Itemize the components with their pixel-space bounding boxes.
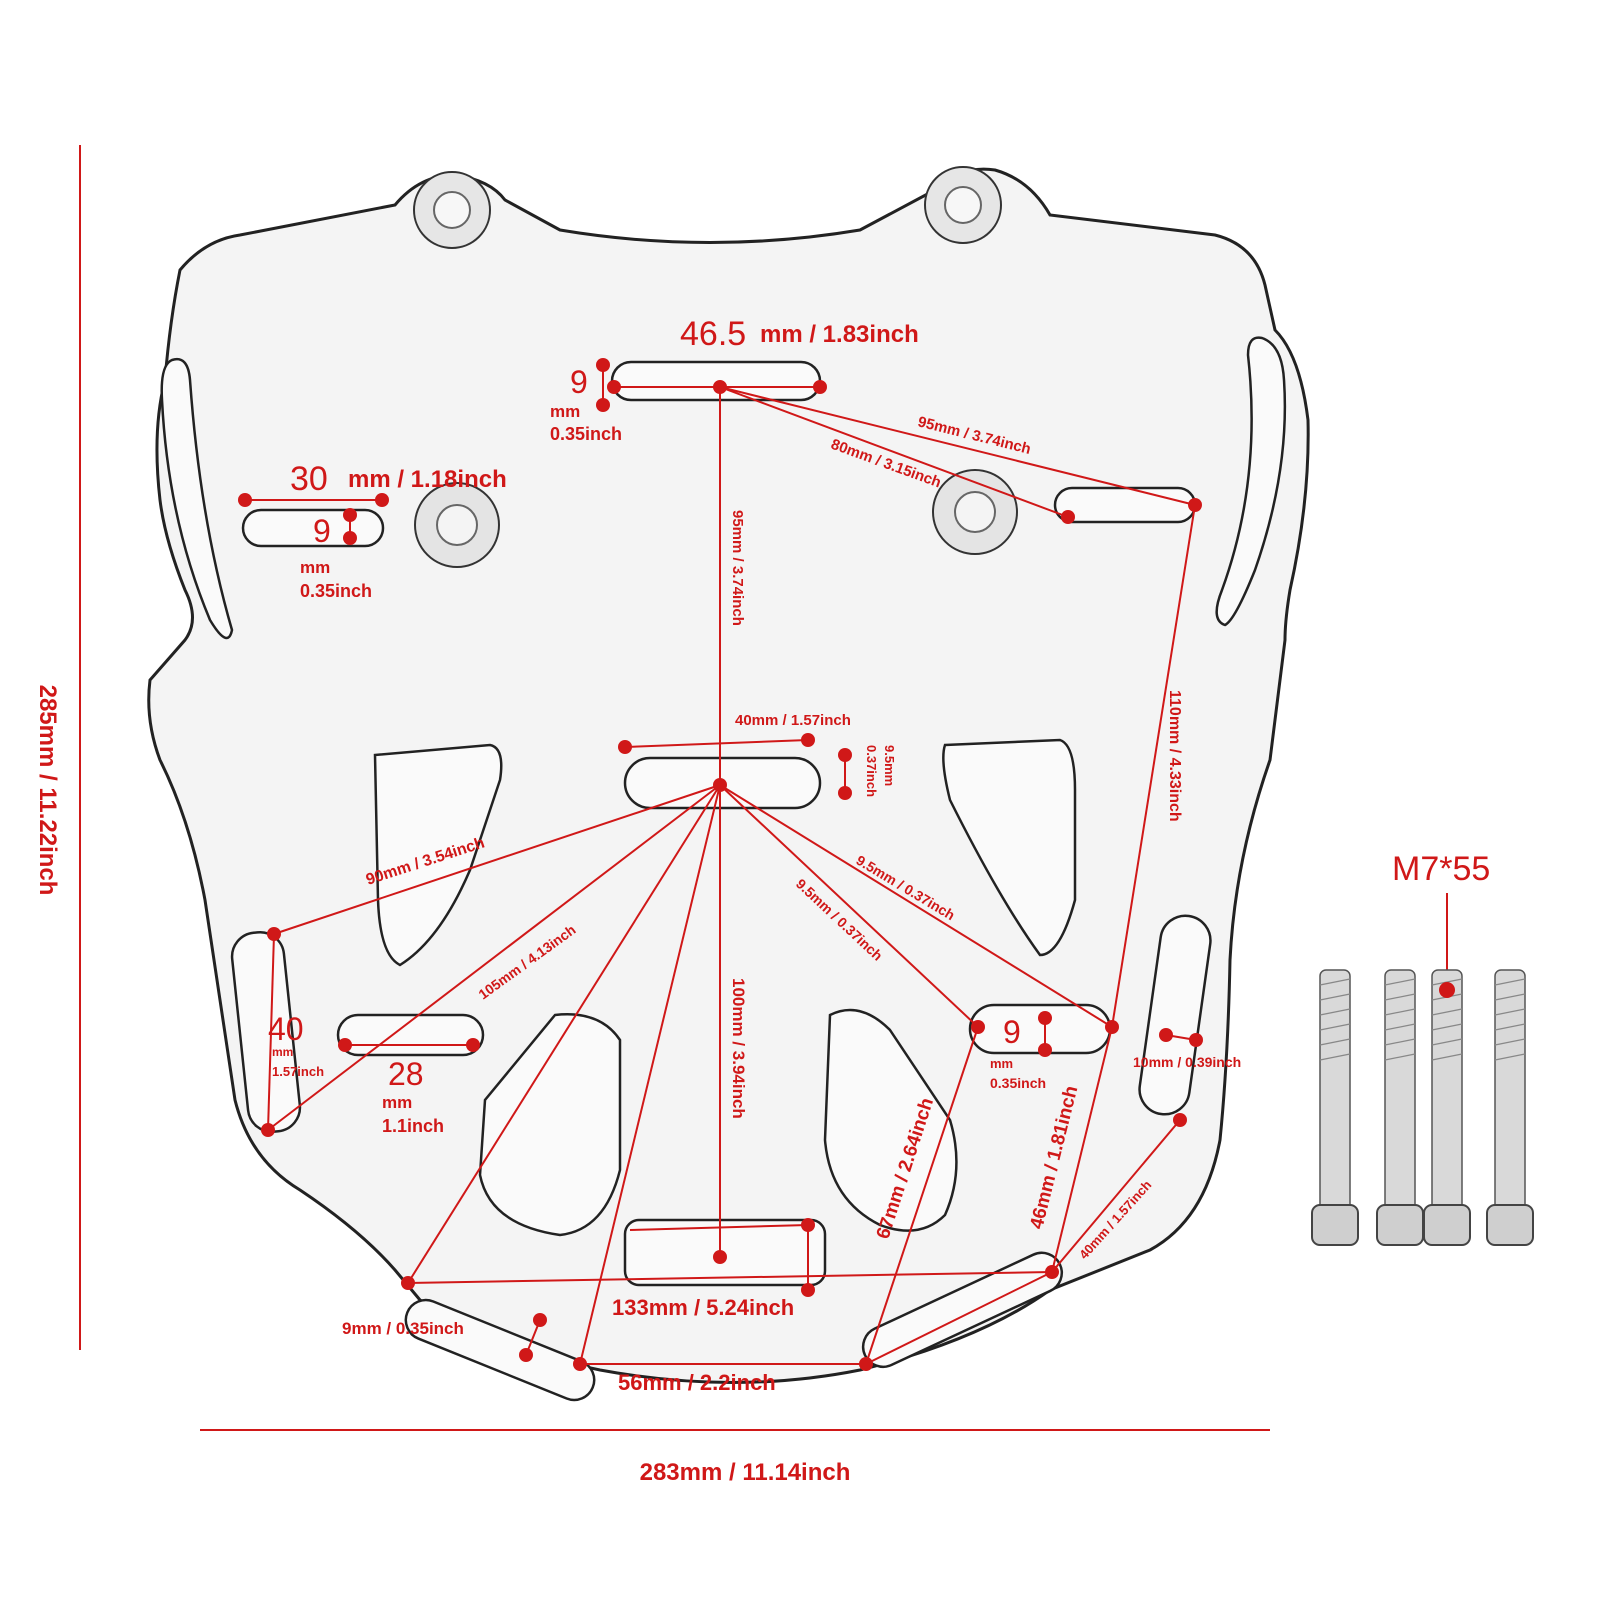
right-upper-slot: [1053, 486, 1197, 524]
bolt-4: [1486, 969, 1534, 1246]
bolt-1: [1311, 969, 1359, 1246]
bolt-2: [1376, 969, 1424, 1246]
overall-height-label: 285mm / 11.22inch: [34, 685, 61, 896]
left-handle-slot: [160, 357, 234, 640]
center-slot-width-value: 9.5mm: [882, 745, 897, 786]
center-slot-length-label: 40mm / 1.57inch: [735, 712, 851, 729]
left-bolt-boss: [414, 482, 500, 568]
small-left-slot-unit-mm: mm: [382, 1093, 412, 1112]
right-handle-slot: [1215, 336, 1287, 627]
center-to-bottom-100-label: 100mm / 3.94inch: [729, 978, 748, 1119]
top-right-mount-boss: [924, 166, 1002, 244]
right-small-slot-unit-in: 0.35inch: [990, 1075, 1046, 1091]
bottom-56-label: 56mm / 2.2inch: [618, 1370, 776, 1395]
dimension-points: [238, 358, 1203, 1371]
bolt-3: [1423, 969, 1471, 1246]
right-side-10-label: 10mm / 0.39inch: [1133, 1054, 1241, 1070]
right-bolt-boss: [932, 469, 1018, 555]
center-slot-width-unit: 0.37inch: [864, 745, 879, 797]
left-vertical-value: 40: [268, 1011, 304, 1047]
bottom-left-slot-width-label: 9mm / 0.35inch: [342, 1319, 464, 1338]
left-slot-width-value: 9: [313, 513, 331, 549]
right-small-slot-unit-mm: mm: [990, 1056, 1013, 1071]
left-vertical-slot: [230, 930, 302, 1134]
bottom-133-label: 133mm / 5.24inch: [612, 1295, 794, 1320]
left-vertical-unit-in: 1.57inch: [272, 1064, 324, 1079]
left-slot-length-unit: mm / 1.18inch: [348, 466, 507, 493]
bolts-group: M7*55: [1311, 850, 1534, 1246]
top-slot-length-unit: mm / 1.83inch: [760, 321, 919, 348]
left-slot-length-value: 30: [290, 460, 328, 498]
bottom-right-slot: [861, 1251, 1064, 1369]
right-upper-window: [942, 738, 1077, 957]
top-slot-width-value: 9: [570, 364, 588, 400]
top-slot: [610, 360, 822, 402]
small-left-slot-unit-in: 1.1inch: [382, 1116, 444, 1136]
top-left-mount-boss: [413, 171, 491, 249]
right-lower-window: [823, 1008, 958, 1232]
left-upper-window: [373, 743, 503, 967]
left-slot-width-unit-mm: mm: [300, 558, 330, 577]
left-slot-width-unit-in: 0.35inch: [300, 581, 372, 601]
top-to-center-95-label: 95mm / 3.74inch: [729, 510, 746, 626]
left-vertical-unit-mm: mm: [272, 1045, 293, 1059]
bottom-left-slot: [404, 1298, 596, 1402]
top-slot-width-unit-mm: mm: [550, 402, 580, 421]
small-left-slot-value: 28: [388, 1056, 424, 1092]
left-lower-window: [478, 1013, 622, 1237]
right-small-slot-value: 9: [1003, 1014, 1021, 1050]
right-vertical-slot: [1138, 914, 1212, 1116]
bolt-size-label: M7*55: [1392, 850, 1490, 888]
overall-width-label: 283mm / 11.14inch: [640, 1459, 851, 1486]
top-slot-width-unit-in: 0.35inch: [550, 424, 622, 444]
top-slot-length-value: 46.5: [680, 315, 746, 353]
right-vertical-110-label: 110mm / 4.33inch: [1166, 690, 1183, 822]
